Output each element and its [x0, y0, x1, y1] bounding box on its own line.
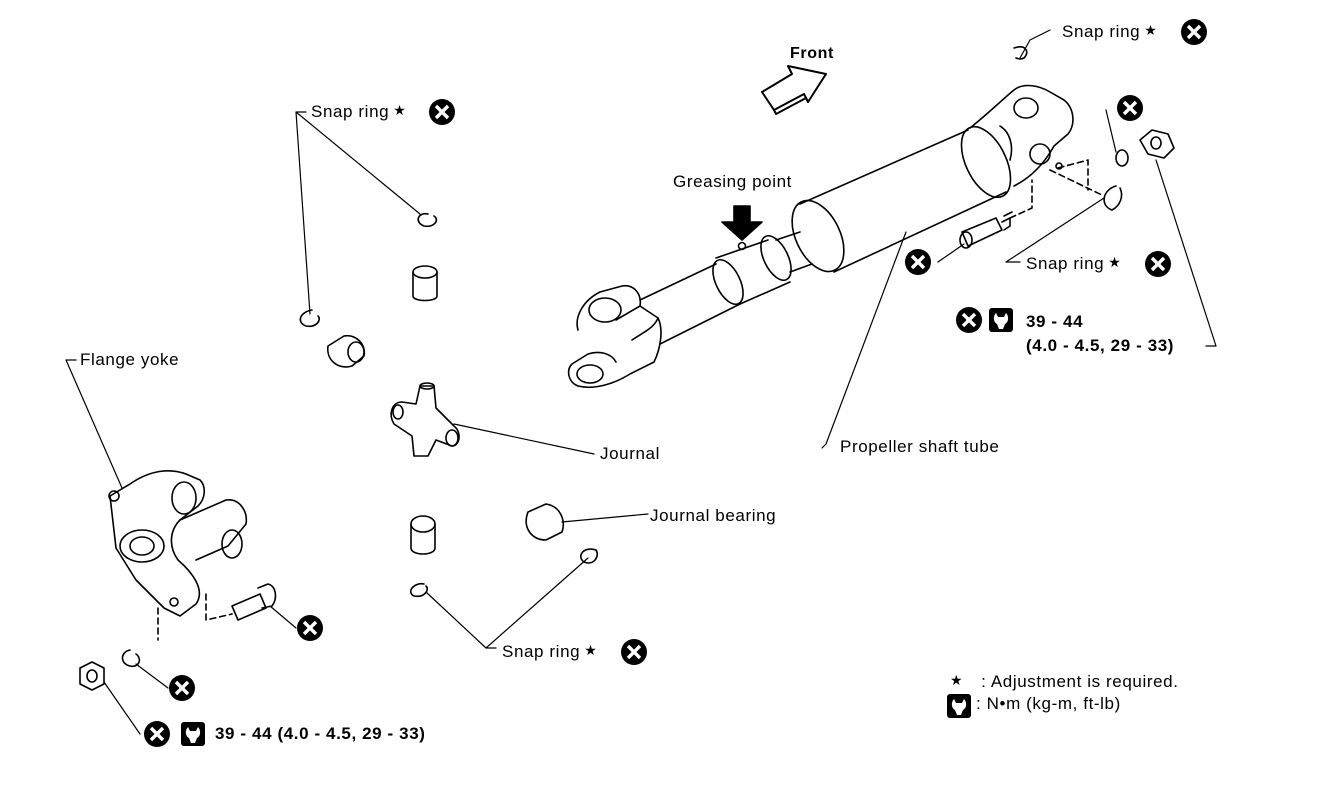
torque-bottom: 39 - 44 (4.0 - 4.5, 29 - 33)	[215, 724, 426, 743]
star-icon: ★	[584, 642, 598, 658]
upper-snap-ring	[417, 212, 438, 228]
left-snap-ring	[299, 309, 321, 328]
snap-ring-label-right: Snap ring★	[1026, 252, 1121, 274]
rear-bolt	[959, 211, 1013, 249]
snap-ring-label-top-right: Snap ring★	[1062, 20, 1157, 42]
left-bearing-cap	[327, 334, 366, 368]
circled-x-icon	[1117, 95, 1143, 121]
legend-torque: : N•m (kg-m, ft-lb)	[976, 694, 1121, 714]
circled-x-icon	[1145, 251, 1171, 277]
circled-x-icon	[956, 307, 982, 333]
torque-wrench-icon	[947, 694, 971, 718]
right-bearing-cap	[525, 503, 564, 541]
circled-x-icon	[1181, 19, 1207, 45]
torque-wrench-icon	[181, 722, 205, 746]
upper-bearing-cap	[412, 265, 438, 302]
legend-star-text: : Adjustment is required.	[981, 672, 1179, 691]
circled-x-icon	[905, 249, 931, 275]
journal-cross	[390, 382, 460, 457]
snap-ring-label-left: Snap ring★	[311, 100, 406, 122]
flange-yoke-label: Flange yoke	[80, 350, 180, 369]
flange-nut	[79, 661, 105, 691]
greasing-point-label: Greasing point	[673, 172, 792, 191]
lower-snap-rings	[409, 548, 599, 598]
circled-x-icon	[429, 99, 455, 125]
legend-torque-text: : N•m (kg-m, ft-lb)	[976, 694, 1121, 713]
circled-x-icon	[297, 615, 323, 641]
star-icon: ★	[393, 102, 407, 118]
rear-nut	[1139, 129, 1175, 159]
snap-ring-text: Snap ring	[311, 102, 390, 121]
torque-wrench-icon	[989, 308, 1013, 332]
propeller-shaft-tube-label: Propeller shaft tube	[840, 437, 1000, 456]
star-icon: ★	[1108, 254, 1122, 270]
journal-bearing-label: Journal bearing	[650, 506, 777, 525]
front-arrow	[761, 65, 827, 115]
flange-washer	[121, 649, 141, 668]
leader-lines	[65, 29, 1217, 735]
legend-star: ★ : Adjustment is required.	[950, 670, 1179, 692]
torque-right-line2: (4.0 - 4.5, 29 - 33)	[1026, 336, 1175, 355]
snap-ring-text: Snap ring	[502, 642, 581, 661]
flange-bolt	[231, 583, 277, 621]
torque-right-line1: 39 - 44	[1026, 312, 1084, 331]
snap-ring-label-bottom: Snap ring★	[502, 640, 597, 662]
journal-label: Journal	[600, 444, 660, 463]
flange-dash-lines	[157, 593, 233, 641]
greasing-arrow	[721, 205, 763, 251]
rear-snap-ring	[1013, 46, 1123, 211]
circled-x-icon	[169, 675, 195, 701]
star-icon: ★	[950, 672, 964, 688]
snap-ring-text: Snap ring	[1062, 22, 1141, 41]
circled-x-icon	[621, 639, 647, 665]
rear-dash-lines	[1009, 159, 1105, 219]
propeller-shaft-tube	[567, 84, 1074, 389]
star-icon: ★	[1144, 22, 1158, 38]
front-label: Front	[790, 45, 834, 62]
rear-washer	[1115, 149, 1129, 167]
circled-x-icon	[144, 721, 170, 747]
flange-yoke	[108, 470, 248, 617]
snap-ring-text: Snap ring	[1026, 254, 1105, 273]
lower-bearing-cap	[410, 515, 436, 555]
